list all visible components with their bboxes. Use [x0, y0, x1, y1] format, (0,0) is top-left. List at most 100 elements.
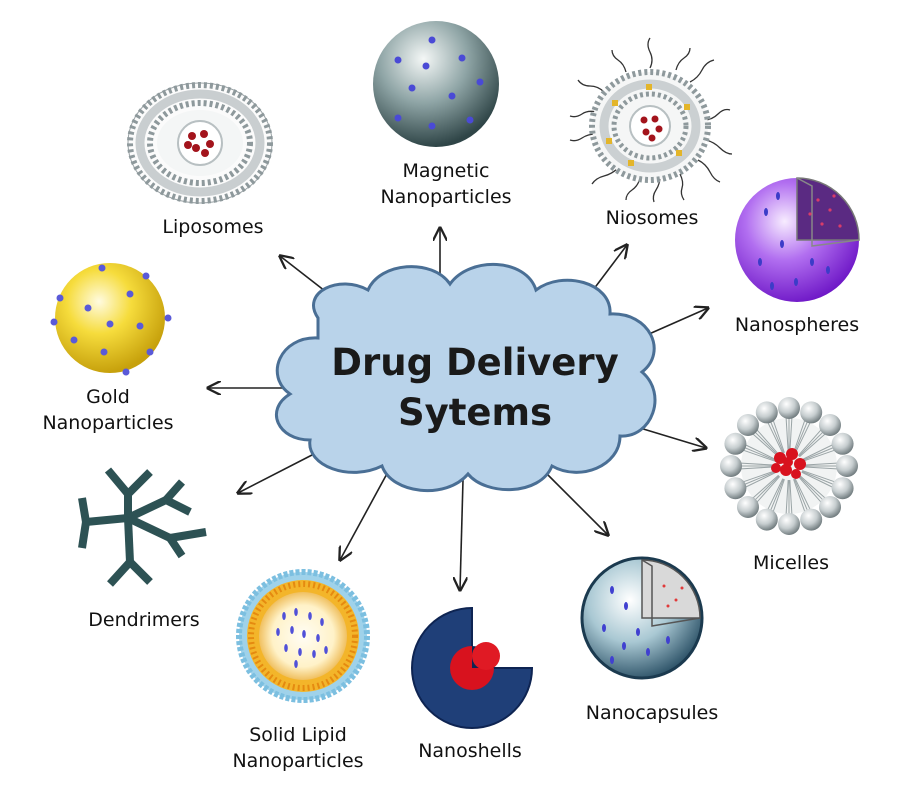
nanoshell-icon [411, 606, 534, 729]
label-magnetic-line1: Magnetic [402, 160, 490, 182]
micelle-tail [802, 466, 837, 470]
micelle-tail [756, 476, 781, 503]
micelle-tail [799, 474, 826, 499]
center-cloud [275, 263, 657, 493]
micelle-tail [770, 421, 785, 454]
liposome-icon [127, 82, 273, 204]
label-nanoshells-text: Nanoshells [418, 740, 522, 762]
label-nanospheres: Nanospheres [722, 312, 872, 338]
micelle-bead [736, 496, 759, 519]
nanosphere-icon [735, 177, 860, 302]
micelle-tail [801, 444, 833, 461]
micelle-tail [794, 478, 811, 510]
center-title: Drug Delivery Sytems [300, 338, 650, 438]
micelle-bead [724, 477, 747, 500]
micelle-bead [736, 413, 759, 436]
micelle-tail [772, 479, 785, 512]
micelle-tail [801, 471, 833, 488]
arrow-to-solid-lipid [340, 469, 390, 560]
micelle-tail [743, 449, 776, 462]
micelle-bead [831, 432, 854, 455]
label-nanocapsules-text: Nanocapsules [585, 702, 719, 724]
micelle-tail [741, 462, 776, 466]
micelle-tail [802, 462, 837, 466]
micelle-tail [770, 478, 785, 511]
micelle-tail [744, 470, 777, 485]
micelle-tail [801, 447, 834, 462]
micelle-tail [754, 475, 780, 501]
gold-nanoparticle-icon [50, 263, 172, 376]
label-solid-lipid-line1: Solid Lipid [249, 724, 347, 746]
micelle-tail [789, 479, 793, 514]
micelle-icon [720, 397, 858, 535]
nanocapsule-icon [580, 556, 704, 680]
micelle-tail [793, 478, 808, 511]
micelle-tail [767, 422, 784, 454]
label-magnetic-nanoparticles: Magnetic Nanoparticles [366, 158, 526, 210]
label-niosomes-text: Niosomes [605, 207, 699, 229]
label-micelles: Micelles [736, 550, 846, 576]
micelle-bead [778, 513, 800, 535]
magnetic-nanoparticle-icon [373, 21, 499, 147]
label-micelles-text: Micelles [753, 552, 829, 574]
label-dendrimers-text: Dendrimers [88, 609, 200, 631]
arrow-to-micelles [639, 427, 706, 448]
micelle-bead [755, 508, 778, 531]
micelle-bead [831, 477, 854, 500]
niosome-icon [569, 37, 733, 203]
center-title-line2: Sytems [397, 391, 553, 434]
label-niosomes: Niosomes [592, 205, 712, 231]
micelle-tail [745, 471, 777, 488]
micelle-bead [724, 432, 747, 455]
arrow-to-nanoshells [460, 479, 463, 590]
micelle-bead [836, 455, 858, 477]
micelle-tail [743, 470, 776, 483]
micelle-tail [793, 420, 806, 453]
label-nanocapsules: Nanocapsules [572, 700, 732, 726]
label-liposomes: Liposomes [148, 214, 278, 240]
label-magnetic-line2: Nanoparticles [380, 186, 512, 208]
micelle-tail [789, 418, 793, 453]
dendrimer-icon [78, 467, 207, 587]
micelle-bead [800, 401, 823, 424]
label-nanoshells: Nanoshells [400, 738, 540, 764]
label-solid-lipid-line2: Nanoparticles [232, 750, 364, 772]
micelle-tail [793, 421, 808, 454]
arrow-to-dendrimers [238, 454, 313, 493]
micelle-tail [802, 449, 835, 462]
label-gold-line1: Gold [86, 386, 130, 408]
micelle-tail [802, 470, 835, 483]
label-gold-nanoparticles: Gold Nanoparticles [28, 384, 188, 436]
label-dendrimers: Dendrimers [74, 607, 214, 633]
micelle-bead [800, 508, 823, 531]
micelle-tail [798, 475, 824, 501]
micelle-tail [801, 470, 834, 485]
micelle-tail [772, 420, 785, 453]
micelle-tail [798, 431, 824, 457]
micelle-bead [819, 413, 842, 436]
micelle-tail [785, 479, 789, 514]
micelle-bead [755, 401, 778, 424]
micelle-tail [744, 447, 777, 462]
micelle-tail [752, 474, 779, 499]
arrow-to-nanocapsules [542, 469, 608, 535]
micelle-tail [793, 479, 806, 512]
center-title-line1: Drug Delivery [331, 341, 619, 384]
micelle-tail [799, 433, 826, 458]
micelle-tail [756, 429, 781, 456]
micelle-tail [767, 478, 784, 510]
micelle-tail [785, 418, 789, 453]
micelle-bead [819, 496, 842, 519]
solid-lipid-nanoparticle-icon [236, 569, 370, 703]
micelle-bead [720, 455, 742, 477]
micelle-tail [797, 429, 822, 456]
label-liposomes-text: Liposomes [162, 216, 264, 238]
micelle-tail [752, 433, 779, 458]
micelle-tail [794, 422, 811, 454]
micelle-tail [797, 476, 822, 503]
label-gold-line2: Nanoparticles [42, 412, 174, 434]
micelle-bead [778, 397, 800, 419]
micelle-tail [745, 444, 777, 461]
label-solid-lipid-nanoparticles: Solid Lipid Nanoparticles [218, 722, 378, 774]
